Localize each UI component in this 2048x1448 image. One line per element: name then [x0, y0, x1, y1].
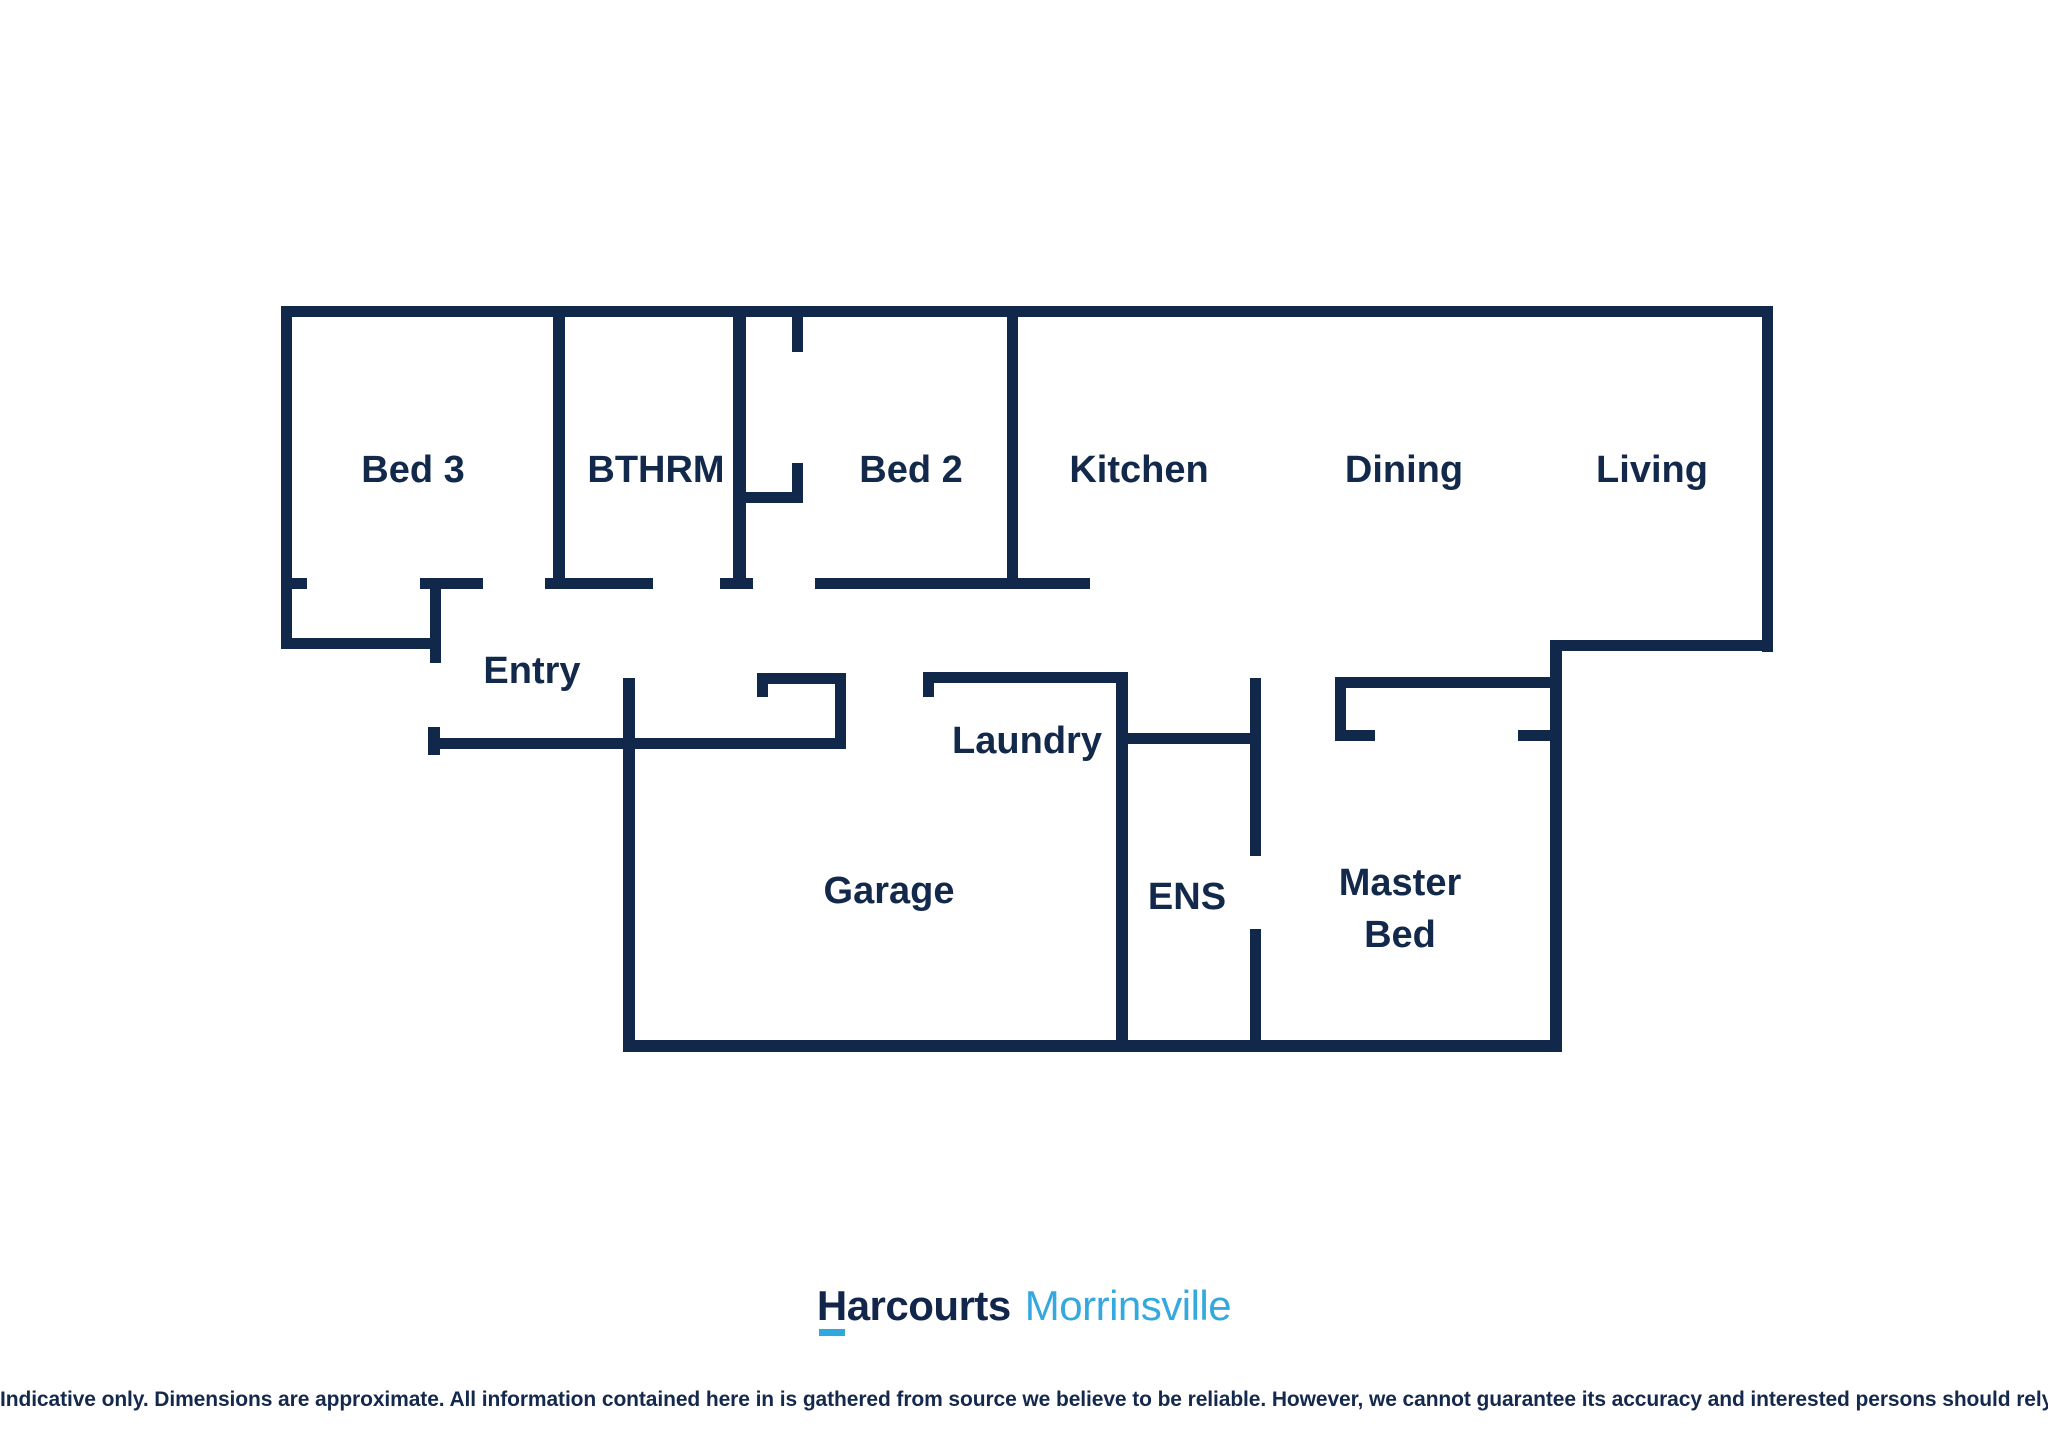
wall-bthrm-bottom-west — [545, 578, 653, 589]
wall-bed3-bottom — [420, 578, 483, 589]
wall-nook-jamb-top — [792, 306, 803, 352]
wall-top-outer — [281, 306, 1773, 317]
wall-wardrobe-foot — [1335, 730, 1375, 741]
wall-laundry-top — [923, 672, 1128, 683]
room-label-bthrm: BTHRM — [587, 449, 724, 491]
disclaimer-text: Indicative only. Dimensions are approxim… — [0, 1388, 2048, 1411]
wall-master-top — [1335, 677, 1562, 688]
wall-laundry-top-tick — [923, 672, 934, 697]
room-label-dining: Dining — [1345, 449, 1463, 491]
brand-location: Morrinsville — [1024, 1282, 1232, 1329]
room-label-laundry: Laundry — [952, 720, 1102, 762]
wall-ens-master-lower — [1250, 929, 1261, 1052]
room-label-kitchen: Kitchen — [1069, 449, 1208, 491]
wall-garage-left — [623, 678, 635, 1052]
brand-text: Harcourts — [816, 1282, 1011, 1329]
wall-alcove-vertical — [430, 578, 441, 663]
wall-garage-top-tick — [757, 673, 768, 697]
wall-bed3-bthrm — [553, 306, 565, 589]
room-label-entry: Entry — [483, 650, 580, 692]
room-label-bed-2: Bed 2 — [859, 449, 962, 491]
room-label-ens: ENS — [1148, 876, 1226, 918]
wall-bottom-outer — [623, 1040, 1562, 1052]
wall-nook-bottom — [739, 492, 803, 503]
wall-garage-right — [1116, 672, 1128, 1052]
agency-logo: Harcourts Morrinsville — [0, 1282, 2048, 1342]
room-labels-group: Bed 3 BTHRM Bed 2 Kitchen Dining LivingEntryL… — [361, 449, 1708, 956]
wall-bed2-kitchen — [1007, 306, 1018, 589]
wall-nook-jamb-bottom — [792, 463, 803, 503]
wall-bthrm-right — [733, 306, 746, 589]
wall-garage-top — [757, 673, 846, 684]
wall-laundry-ens — [1128, 733, 1261, 744]
wall-living-bottom — [1550, 640, 1773, 651]
room-label-bed-3: Bed 3 — [361, 449, 464, 491]
wall-alcove — [283, 638, 441, 649]
wall-wardrobe-left — [1335, 677, 1346, 741]
room-label-garage: Garage — [824, 870, 955, 912]
wall-left-outer — [281, 306, 292, 649]
wall-master-right — [1550, 640, 1562, 1052]
room-label-living: Living — [1596, 449, 1708, 491]
wall-right-outer — [1762, 306, 1773, 652]
wall-ens-master-upper — [1250, 678, 1261, 856]
wall-garage-u-right — [835, 673, 846, 749]
wall-wardrobe-jamb — [1518, 730, 1561, 741]
wall-bed2-bottom — [815, 578, 1090, 589]
brand-underline-accent — [818, 1329, 845, 1336]
wall-bedrow-left-stub — [281, 578, 307, 589]
walls-group — [281, 306, 1773, 1052]
wall-entry-south — [428, 738, 845, 749]
wall-entry-south-cap — [428, 727, 440, 755]
brand-name: Harcourts — [816, 1282, 1011, 1336]
